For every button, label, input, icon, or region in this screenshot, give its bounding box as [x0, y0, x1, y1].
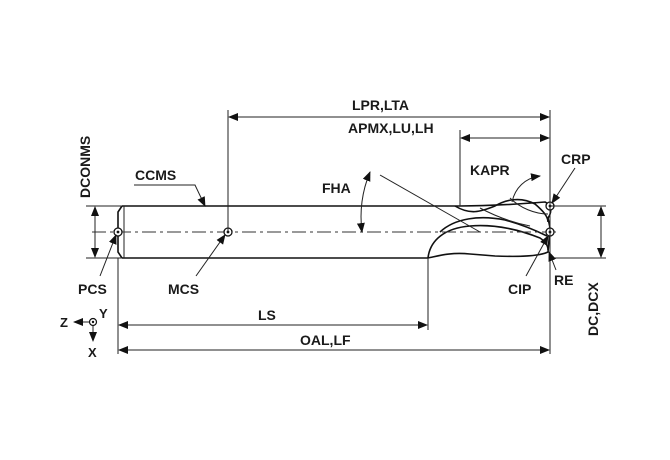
- re-leader: [548, 251, 557, 271]
- label-axis-y: Y: [99, 306, 108, 321]
- ccms-leader: [134, 184, 206, 207]
- label-axis-z: Z: [60, 315, 68, 330]
- fha-helix-line: [379, 174, 481, 233]
- extension-lines: [86, 110, 606, 354]
- label-cip: CIP: [508, 281, 531, 297]
- pcs-marker: [113, 227, 123, 237]
- flute-tip: [427, 217, 551, 259]
- label-kapr: KAPR: [470, 162, 510, 178]
- mcs-leader: [195, 234, 226, 277]
- fha-arc: [356, 171, 371, 233]
- flute-helix-2: [427, 224, 549, 259]
- label-dconms: DCONMS: [77, 136, 93, 198]
- label-crp: CRP: [561, 151, 591, 167]
- flute-helix-1: [454, 198, 549, 223]
- label-mcs: MCS: [168, 281, 199, 297]
- flute-helix-3: [439, 216, 548, 237]
- label-lpr-lta: LPR,LTA: [352, 97, 409, 113]
- tool-body: [117, 197, 552, 259]
- axis-symbol: [73, 317, 98, 342]
- label-ls: LS: [258, 307, 276, 323]
- label-re: RE: [554, 272, 573, 288]
- label-pcs: PCS: [78, 281, 107, 297]
- label-ccms: CCMS: [135, 167, 176, 183]
- label-oal-lf: OAL,LF: [300, 332, 351, 348]
- label-apmx-lu-lh: APMX,LU,LH: [348, 120, 434, 136]
- pcs-leader: [99, 234, 117, 277]
- flute-outline-top: [459, 201, 552, 219]
- label-axis-x: X: [88, 345, 97, 360]
- cip-leader: [525, 235, 549, 277]
- crp-leader: [551, 167, 576, 204]
- label-fha: FHA: [322, 180, 351, 196]
- label-dc-dcx: DC,DCX: [585, 282, 601, 336]
- flute-helix-4: [479, 207, 531, 227]
- kapr-arc: [511, 173, 541, 203]
